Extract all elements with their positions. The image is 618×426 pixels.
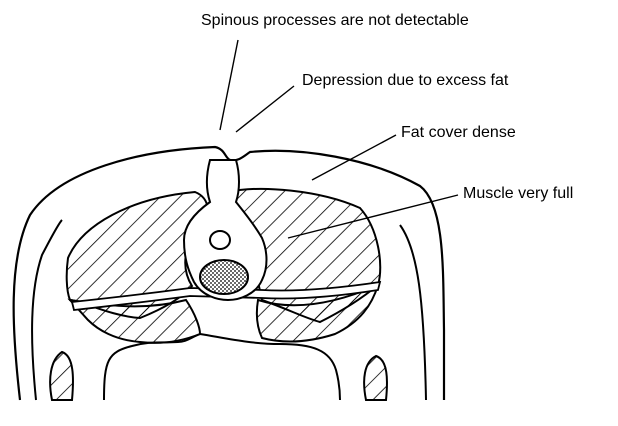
annotation-depression: Depression due to excess fat <box>302 72 508 90</box>
abdominal-cavity-outline <box>104 334 340 400</box>
right-rib <box>364 356 387 400</box>
left-rib <box>50 352 73 400</box>
leader-fat-cover <box>312 135 396 180</box>
annotation-muscle: Muscle very full <box>463 185 573 203</box>
vertebral-body <box>200 260 248 294</box>
spinal-canal <box>210 231 230 249</box>
annotation-fat-cover: Fat cover dense <box>401 124 516 142</box>
annotation-spinous-processes: Spinous processes are not detectable <box>201 12 469 30</box>
leader-spinous <box>220 40 238 130</box>
leader-depression <box>236 86 294 132</box>
